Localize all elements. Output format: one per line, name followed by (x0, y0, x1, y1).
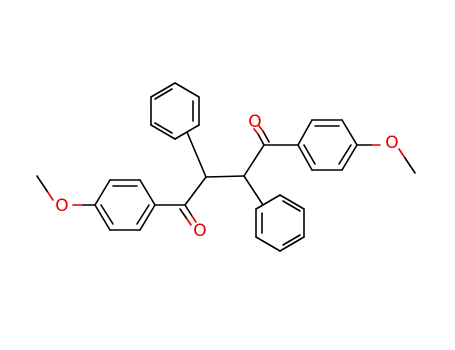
carbonyl-oxygen-left: O (193, 221, 206, 241)
methoxy-oxygen-right: O (385, 133, 398, 153)
methoxy-oxygen-left: O (55, 196, 68, 216)
carbonyl-left (179, 204, 197, 226)
methoxyphenyl-ring-left (94, 179, 156, 231)
central-chain (154, 131, 299, 206)
methoxyphenyl-ring-right (297, 119, 358, 171)
methoxy-right (356, 144, 416, 174)
phenyl-ring-top (150, 82, 200, 140)
carbonyl-oxygen-right: O (248, 112, 261, 132)
carbonyl-right (253, 125, 270, 146)
methoxy-left (36, 175, 96, 206)
phenyl-ring-bottom (255, 194, 305, 252)
